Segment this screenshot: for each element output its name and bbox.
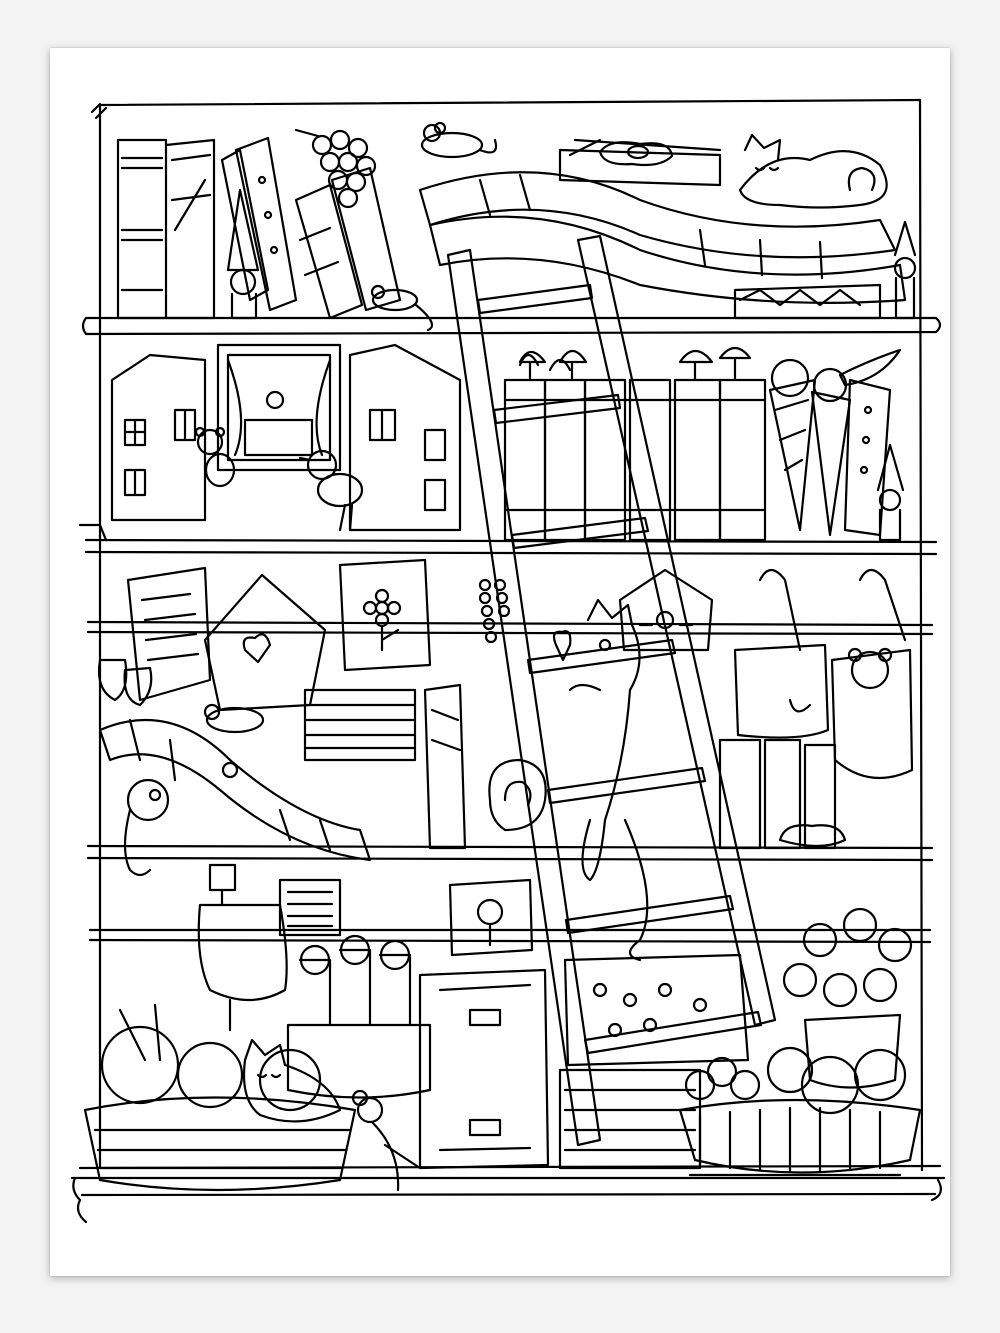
tall-book <box>423 683 467 850</box>
teddy-bear-small <box>194 426 236 488</box>
bird-figure <box>298 449 364 532</box>
suitcase <box>418 968 550 1170</box>
flower-box <box>563 953 750 1067</box>
heart-house-picture <box>203 573 327 712</box>
striped-cushions-left <box>98 718 372 862</box>
fruit-basket <box>678 1046 922 1177</box>
cat-climbing-ladder <box>568 598 649 962</box>
book-row-middle <box>503 353 767 542</box>
wooden-ladder <box>446 234 777 1147</box>
roll-canister <box>286 934 432 1099</box>
flower-pot <box>782 907 913 1089</box>
mouse-in-cushion <box>203 703 265 734</box>
mouse-peeking <box>370 284 434 332</box>
book-stack-left <box>116 136 298 320</box>
hanging-purse <box>733 568 830 739</box>
coloring-page-sheet <box>50 48 950 1276</box>
book-row-third <box>718 738 837 850</box>
gnome-figure <box>226 188 260 320</box>
books-right <box>843 378 892 537</box>
fried-egg <box>598 141 674 167</box>
gnome-figure-shelf-two <box>876 443 905 542</box>
plate-stack <box>303 688 417 762</box>
birdhouse <box>618 568 714 652</box>
mouse-standing <box>351 1089 422 1192</box>
house-book-right <box>348 343 462 532</box>
mouse-on-books <box>420 121 498 159</box>
tree-photo <box>448 878 534 957</box>
ice-cream-cones <box>768 358 852 537</box>
flower-picture <box>338 558 432 672</box>
striped-cushions <box>418 138 907 304</box>
house-book-left <box>110 353 207 522</box>
snail <box>488 758 547 832</box>
handwritten-note <box>126 566 212 702</box>
wooden-crate <box>558 1068 702 1170</box>
gnome-figure-right <box>893 220 917 320</box>
bottom-shelf <box>83 863 922 1192</box>
fried-egg-two <box>778 824 847 848</box>
bookshelf-frame <box>70 98 946 1224</box>
coloring-illustration <box>50 48 950 1276</box>
bead-necklace <box>478 578 511 644</box>
sleeping-cat-top <box>738 133 888 209</box>
leaning-books <box>294 166 402 320</box>
hanging-bag-bottom <box>197 863 288 1032</box>
strawberries <box>97 658 153 707</box>
mushrooms <box>518 346 752 382</box>
rubber-duck <box>123 778 170 877</box>
potholder <box>278 878 342 937</box>
yarn-basket <box>83 1003 357 1192</box>
teddy-in-bag <box>830 568 914 780</box>
sleeping-cat-yarn <box>242 1038 342 1123</box>
heart-pendant <box>552 630 572 662</box>
shelf-planks <box>78 316 942 944</box>
top-shelf <box>116 121 917 332</box>
third-shelf <box>97 558 914 962</box>
